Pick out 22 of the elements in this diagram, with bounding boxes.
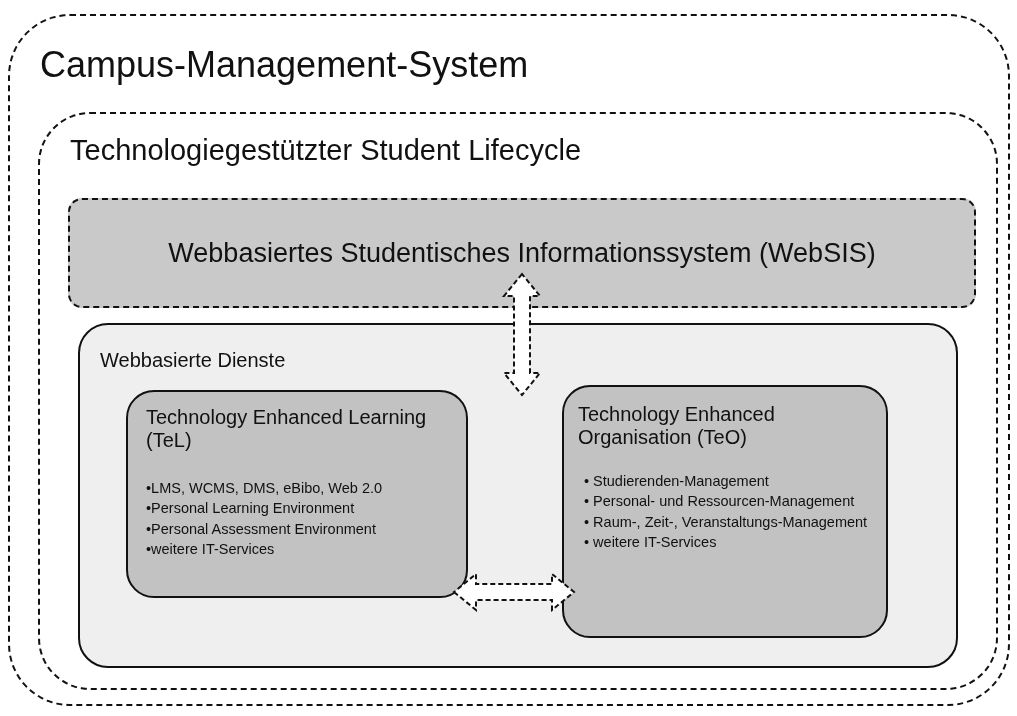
list-item: •LMS, WCMS, DMS, eBibo, Web 2.0 xyxy=(146,480,384,498)
heading: Technology Enhanced Organisation (TeO) xyxy=(578,403,776,449)
list-item: • Studierenden-Management xyxy=(584,473,770,491)
list-item: • weitere IT-Services xyxy=(584,534,718,552)
rounded-panel xyxy=(78,323,958,668)
dashed-container xyxy=(38,112,998,690)
heading: Technologiegestützter Student Lifecycle xyxy=(70,134,583,168)
dashed-panel xyxy=(68,198,976,308)
heading: Campus-Management-System xyxy=(40,44,530,86)
double-arrow xyxy=(452,571,576,613)
double-arrow xyxy=(501,272,543,397)
dashed-container xyxy=(8,14,1010,706)
heading: Webbasiertes Studentisches Informationssystem (WebSIS) xyxy=(167,238,877,270)
list-item: •weitere IT-Services xyxy=(146,541,276,559)
list-item: • Raum-, Zeit-, Veranstaltungs-Management xyxy=(584,513,869,532)
heading: Webbasierte Dienste xyxy=(100,349,287,372)
heading: Technology Enhanced Learning (TeL) xyxy=(146,406,428,452)
rounded-box xyxy=(562,385,888,638)
list-item: •Personal Learning Environment xyxy=(146,500,356,518)
list-item: •Personal Assessment Environment xyxy=(146,520,377,539)
list-item: • Personal- und Ressourcen-Management xyxy=(584,493,856,511)
rounded-box xyxy=(126,390,468,598)
